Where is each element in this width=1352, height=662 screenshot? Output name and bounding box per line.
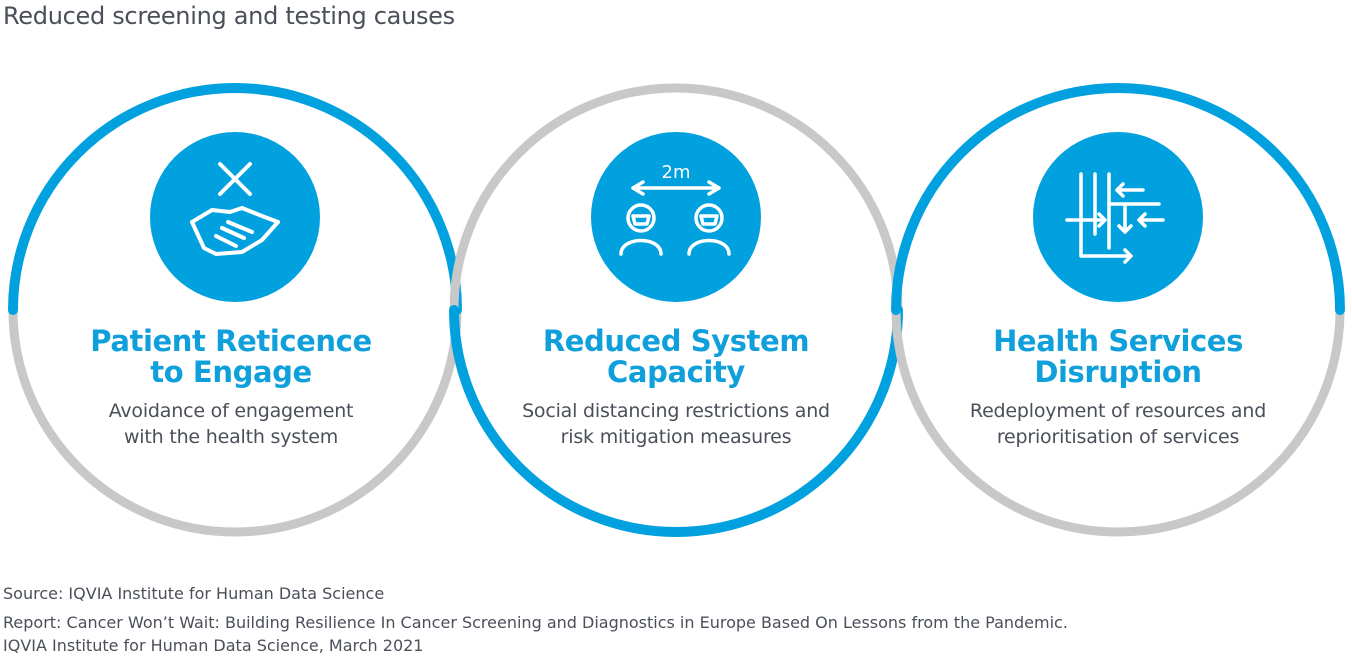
card-title: Reduced System Capacity <box>491 326 861 388</box>
card-title-line: Patient Reticence <box>90 324 372 358</box>
card-desc-line: reprioritisation of services <box>996 426 1240 448</box>
card-title: Patient Reticence to Engage <box>66 326 396 388</box>
source-note: Source: IQVIA Institute for Human Data S… <box>3 584 385 603</box>
card-title: Health Services Disruption <box>933 326 1303 388</box>
distance-label: 2m <box>662 162 691 183</box>
card-title-line: Health Services <box>993 324 1243 358</box>
report-note-publisher: IQVIA Institute for Human Data Science, … <box>3 636 424 655</box>
ring-middle-arc <box>449 305 903 537</box>
card-desc-line: risk mitigation measures <box>560 426 792 448</box>
card-desc-line: Avoidance of engagement <box>108 400 354 422</box>
social-distance-icon: 2m <box>591 132 761 302</box>
card-title-line: to Engage <box>150 355 312 389</box>
arrows-disruption-icon <box>1033 132 1203 302</box>
card-description: Social distancing restrictions and risk … <box>491 398 861 450</box>
handshake-cross-icon <box>150 132 320 302</box>
card-desc-line: Redeployment of resources and <box>969 400 1267 422</box>
card-patient-reticence: Patient Reticence to Engage Avoidance of… <box>66 326 396 450</box>
card-reduced-capacity: Reduced System Capacity Social distancin… <box>491 326 861 450</box>
ring-left-arc <box>8 83 462 315</box>
card-description: Redeployment of resources and reprioriti… <box>933 398 1303 450</box>
ring-right-arc <box>891 83 1345 315</box>
card-title-line: Capacity <box>607 355 745 389</box>
card-description: Avoidance of engagement with the health … <box>66 398 396 450</box>
card-health-services: Health Services Disruption Redeployment … <box>933 326 1303 450</box>
page-title: Reduced screening and testing causes <box>3 2 455 30</box>
report-note: Report: Cancer Won’t Wait: Building Resi… <box>3 613 1068 632</box>
card-desc-line: Social distancing restrictions and <box>522 400 830 422</box>
card-title-line: Disruption <box>1034 355 1202 389</box>
card-title-line: Reduced System <box>542 324 810 358</box>
card-desc-line: with the health system <box>123 426 339 448</box>
